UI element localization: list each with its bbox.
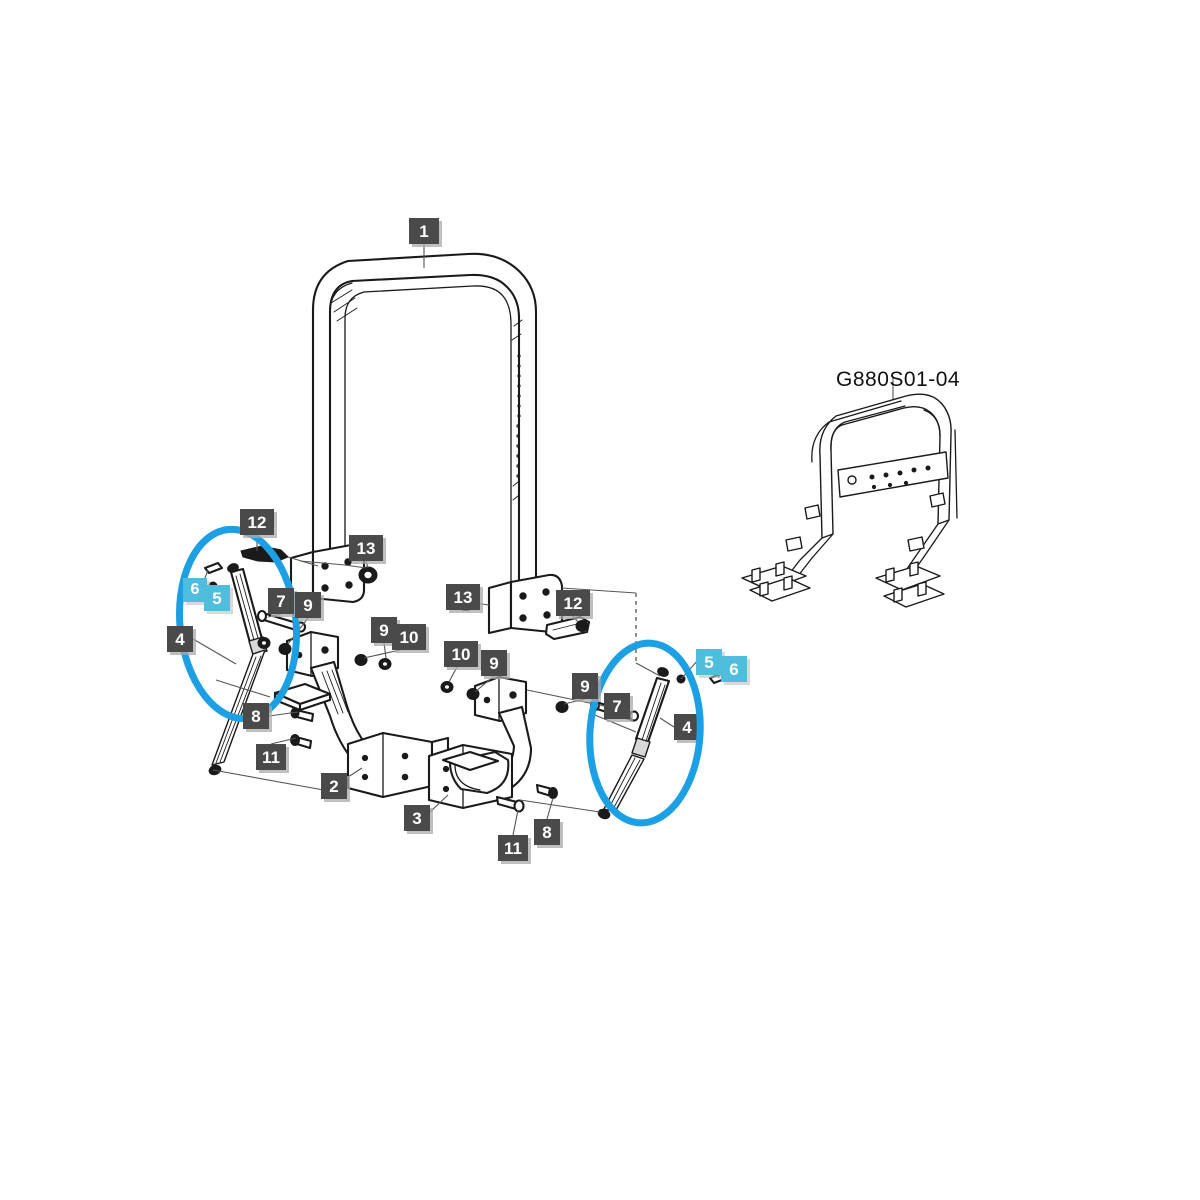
callout-badge-12[interactable]: 12 [556,590,590,616]
callout-badge-13[interactable]: 13 [349,535,383,561]
callout-badge-8[interactable]: 8 [534,819,560,845]
callout-badge-6[interactable]: 6 [721,656,747,682]
callout-badge-11[interactable]: 11 [498,835,528,861]
callout-badge-9[interactable]: 9 [572,673,598,699]
callout-badge-11[interactable]: 11 [256,744,286,770]
part-3-right-mount-bracket [427,675,533,810]
callout-badge-10[interactable]: 10 [444,641,478,667]
part-11-bolt-left [290,734,313,750]
callout-badge-10[interactable]: 10 [392,624,426,650]
rops-main-frame [289,252,564,635]
callout-badge-7[interactable]: 7 [604,693,630,719]
callout-badge-12[interactable]: 12 [240,509,274,535]
callout-badge-8[interactable]: 8 [243,703,269,729]
callout-badge-4[interactable]: 4 [167,626,193,652]
part-4-gas-strut-right [597,667,671,820]
part-12-clip-left [240,545,289,563]
callout-badge-5[interactable]: 5 [204,585,230,611]
callout-badge-1[interactable]: 1 [409,218,439,244]
callout-badge-13[interactable]: 13 [446,584,480,610]
rops-right-foot [487,573,564,635]
part-13-nut-left [358,566,378,584]
assembly-code-label: G880S01-04 [836,368,961,391]
callout-badge-9[interactable]: 9 [295,592,321,618]
callout-badge-9[interactable]: 9 [481,650,507,676]
part-11-bolt-right [495,795,525,813]
callout-badge-5[interactable]: 5 [696,649,722,675]
part-12-clip-right [544,615,591,641]
assembled-rops-thumbnail [741,378,958,608]
callout-badge-2[interactable]: 2 [321,773,347,799]
callout-badge-4[interactable]: 4 [674,714,700,740]
callout-badge-3[interactable]: 3 [404,805,430,831]
part-8-bolt-right [535,783,558,799]
callout-badge-7[interactable]: 7 [268,588,294,614]
